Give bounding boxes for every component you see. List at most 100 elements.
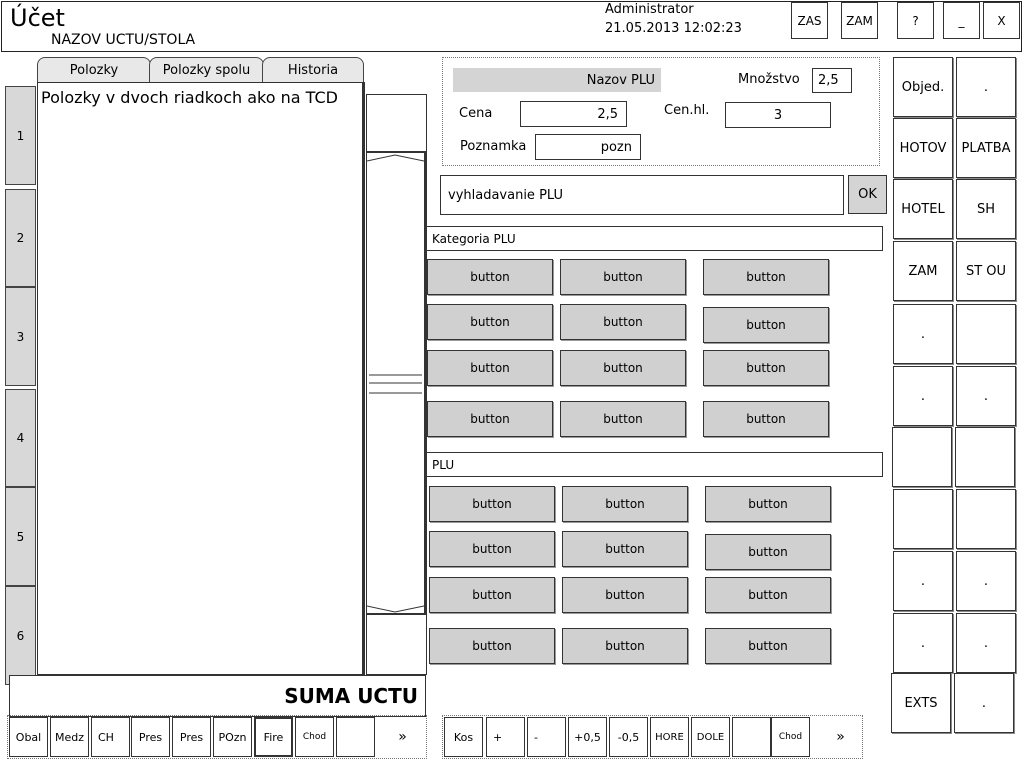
side-tab-3[interactable]: 3 xyxy=(5,287,36,386)
keypad-button[interactable]: . xyxy=(893,613,953,673)
keypad-button[interactable] xyxy=(956,304,1016,364)
scroll-down-button[interactable] xyxy=(366,614,427,675)
dole-button[interactable]: DOLE xyxy=(691,717,730,757)
more-left-button[interactable]: » xyxy=(398,729,407,745)
hotel-button[interactable]: HOTEL xyxy=(893,179,953,239)
items-list[interactable] xyxy=(37,82,365,675)
price-label: Cena xyxy=(459,106,493,121)
plu-button[interactable]: button xyxy=(429,486,555,522)
hore-button[interactable]: HORE xyxy=(650,717,689,757)
minus-half-button[interactable]: -0,5 xyxy=(609,717,648,757)
plu-button[interactable]: button xyxy=(562,628,688,664)
category-button[interactable]: button xyxy=(427,350,553,386)
keypad-button[interactable]: . xyxy=(893,304,953,364)
note-label: Poznamka xyxy=(460,139,527,154)
plu-button[interactable]: button xyxy=(705,628,831,664)
tab-polozky[interactable]: Polozky xyxy=(37,57,151,83)
category-button[interactable]: button xyxy=(703,307,829,343)
objed-button[interactable]: Objed. xyxy=(893,57,953,117)
chod-button[interactable]: Chod xyxy=(295,717,334,757)
more-right-button[interactable]: » xyxy=(836,729,845,745)
keypad-button[interactable]: . xyxy=(956,57,1016,117)
minimize-button[interactable]: _ xyxy=(943,2,980,39)
st-ou-button[interactable]: ST OU xyxy=(956,241,1016,301)
category-button[interactable]: button xyxy=(560,304,686,340)
datetime: 21.05.2013 12:02:23 xyxy=(605,21,742,36)
keypad-button[interactable]: . xyxy=(956,551,1016,611)
scroll-up-button[interactable] xyxy=(366,94,427,152)
category-button[interactable]: button xyxy=(427,401,553,437)
keypad-button[interactable]: . xyxy=(956,366,1016,426)
plu-form xyxy=(442,57,880,166)
unit-price-label: Cen.hl. xyxy=(664,103,710,118)
zam-key-button[interactable]: ZAM xyxy=(893,241,953,301)
plus-half-button[interactable]: +0,5 xyxy=(568,717,607,757)
ch-button[interactable]: CH xyxy=(91,717,130,757)
tab-polozky-spolu[interactable]: Polozky spolu xyxy=(149,57,264,83)
zam-button[interactable]: ZAM xyxy=(841,2,878,39)
toolbar-right xyxy=(442,715,863,759)
plu-name-field: Nazov PLU xyxy=(453,68,661,92)
plu-button[interactable]: button xyxy=(429,628,555,664)
side-tab-2[interactable]: 2 xyxy=(5,189,36,287)
pozn-button[interactable]: POzn xyxy=(213,717,252,757)
keypad-button[interactable] xyxy=(955,427,1015,487)
close-button[interactable]: X xyxy=(983,2,1020,39)
category-button[interactable]: button xyxy=(703,350,829,386)
toolbar-button[interactable] xyxy=(336,717,375,757)
side-tab-5[interactable]: 5 xyxy=(5,487,36,586)
side-tab-1[interactable]: 1 xyxy=(5,86,36,185)
plu-button[interactable]: button xyxy=(429,531,555,567)
scrollbar[interactable] xyxy=(366,152,427,614)
plu-button[interactable]: button xyxy=(705,534,831,570)
plu-button[interactable]: button xyxy=(429,577,555,613)
category-button[interactable]: button xyxy=(560,350,686,386)
minus-button[interactable]: - xyxy=(527,717,566,757)
help-button[interactable]: ? xyxy=(897,2,934,39)
category-button[interactable]: button xyxy=(560,259,686,295)
tab-historia[interactable]: Historia xyxy=(262,57,364,83)
side-tab-4[interactable]: 4 xyxy=(5,389,36,487)
qty-input[interactable]: 2,5 xyxy=(812,68,852,93)
zas-button[interactable]: ZAS xyxy=(791,2,828,39)
fire-button[interactable]: Fire xyxy=(254,717,293,757)
keypad-button[interactable] xyxy=(893,489,953,549)
sum-label: SUMA UCTU xyxy=(284,684,418,708)
ok-button[interactable]: OK xyxy=(848,175,887,214)
keypad-button[interactable]: . xyxy=(956,613,1016,673)
kos-button[interactable]: Kos xyxy=(444,717,483,757)
keypad-button[interactable] xyxy=(956,489,1016,549)
search-input[interactable]: vyhladavanie PLU xyxy=(440,175,844,215)
pres-button[interactable]: Pres xyxy=(131,717,170,757)
hotov-button[interactable]: HOTOV xyxy=(893,118,953,178)
price-input[interactable]: 2,5 xyxy=(520,101,627,127)
keypad-button[interactable]: . xyxy=(893,551,953,611)
pres-button[interactable]: Pres xyxy=(172,717,211,757)
note-input[interactable]: pozn xyxy=(535,134,641,160)
keypad-button[interactable] xyxy=(892,427,952,487)
category-button[interactable]: button xyxy=(560,401,686,437)
plu-button[interactable]: button xyxy=(562,531,688,567)
keypad-button[interactable]: . xyxy=(954,673,1014,733)
category-button[interactable]: button xyxy=(427,304,553,340)
obal-button[interactable]: Obal xyxy=(9,717,48,757)
plus-button[interactable]: + xyxy=(486,717,525,757)
table-name: NAZOV UCTU/STOLA xyxy=(51,32,196,48)
category-button[interactable]: button xyxy=(427,259,553,295)
platba-button[interactable]: PLATBA xyxy=(956,118,1016,178)
keypad-button[interactable]: . xyxy=(893,366,953,426)
medz-button[interactable]: Medz xyxy=(50,717,89,757)
sh-button[interactable]: SH xyxy=(956,179,1016,239)
user-name: Administrator xyxy=(605,2,694,17)
plu-button[interactable]: button xyxy=(705,577,831,613)
category-button[interactable]: button xyxy=(703,401,829,437)
plu-button[interactable]: button xyxy=(562,486,688,522)
category-button[interactable]: button xyxy=(703,259,829,295)
toolbar-button[interactable] xyxy=(732,717,771,757)
unit-price-input[interactable]: 3 xyxy=(725,102,831,128)
side-tab-6[interactable]: 6 xyxy=(5,586,36,685)
chod-button[interactable]: Chod xyxy=(771,717,810,757)
plu-button[interactable]: button xyxy=(705,486,831,522)
exts-button[interactable]: EXTS xyxy=(891,673,951,733)
plu-button[interactable]: button xyxy=(562,577,688,613)
